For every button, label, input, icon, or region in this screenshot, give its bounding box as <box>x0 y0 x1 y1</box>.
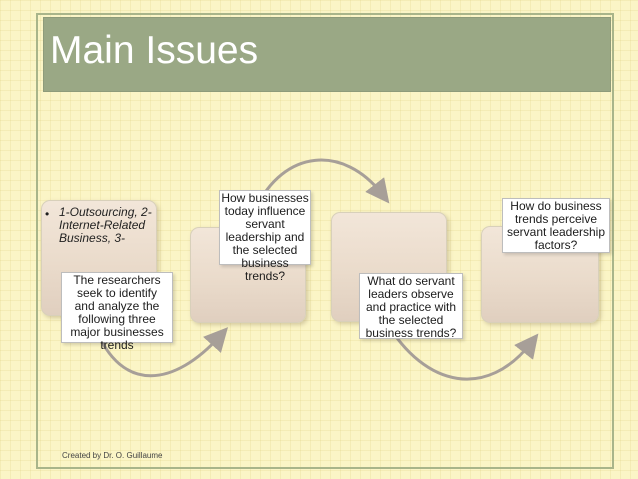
title-bar <box>43 17 611 92</box>
slide-title: Main Issues <box>50 29 259 72</box>
slide-frame <box>36 13 614 469</box>
process-box-1-bullet: • <box>45 207 50 221</box>
callout-question-1: How businesses today influence servant l… <box>219 190 311 283</box>
slide-footer: Created by Dr. O. Guillaume <box>62 451 163 460</box>
callout-researchers: The researchers seek to identify and ana… <box>61 272 173 352</box>
callout-question-3: How do business trends perceive servant … <box>502 198 610 253</box>
callout-question-2: What do servant leaders observe and prac… <box>359 273 463 340</box>
process-box-1-text: 1-Outsourcing, 2-Internet-Related Busine… <box>59 205 152 245</box>
